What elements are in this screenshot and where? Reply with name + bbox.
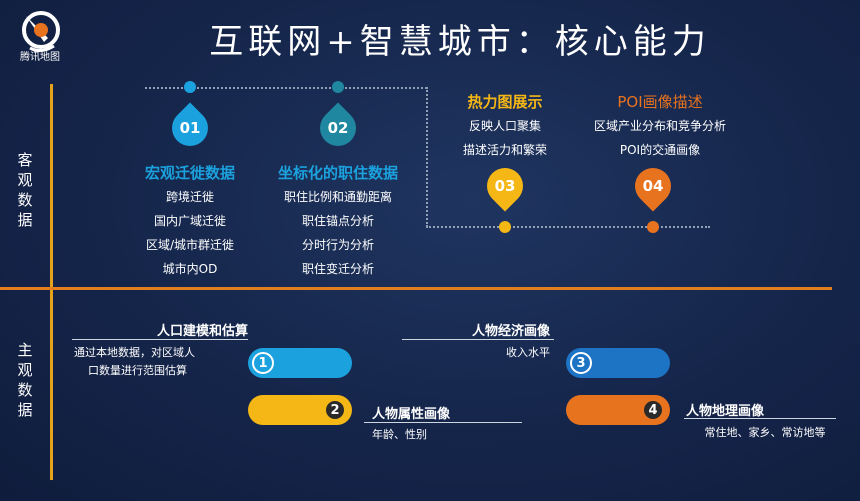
dot-04 bbox=[647, 221, 659, 233]
pin-04-number: 04 bbox=[642, 177, 664, 195]
section-macro-migration: 宏观迁徙数据 跨境迁徙 国内广域迁徙 区域/城市群迁徙 城市内OD bbox=[120, 162, 260, 281]
pin-02: 02 bbox=[312, 102, 364, 154]
section-line: 职住比例和通勤距离 bbox=[283, 190, 392, 204]
population-modeling-title: 人口建模和估算 bbox=[156, 324, 248, 339]
pill-4-number: 4 bbox=[642, 399, 664, 421]
page-title: 互联网+智慧城市：核心能力 bbox=[209, 22, 711, 62]
vertical-axis bbox=[50, 84, 53, 480]
tencent-map-logo bbox=[14, 8, 68, 60]
section-job-residence: 坐标化的职住数据 职住比例和通勤距离 职住锚点分析 分时行为分析 职住变迁分析 bbox=[258, 162, 418, 281]
pill-3-number: 3 bbox=[570, 352, 592, 374]
attribute-profile-title: 人物属性画像 bbox=[372, 407, 451, 422]
section-line: 城市内OD bbox=[162, 262, 218, 276]
section-title: 热力图展示 bbox=[467, 93, 543, 111]
horizontal-divider bbox=[0, 287, 832, 290]
section-title: POI画像描述 bbox=[617, 93, 703, 111]
section-title: 坐标化的职住数据 bbox=[277, 164, 398, 182]
section-poi-profile: POI画像描述 区域产业分布和竞争分析 POI的交通画像 bbox=[580, 91, 740, 162]
attribute-profile-desc: 年龄、性别 bbox=[372, 428, 427, 441]
geo-profile-title: 人物地理画像 bbox=[686, 404, 765, 419]
section-heatmap: 热力图展示 反映人口聚集 描述活力和繁荣 bbox=[440, 91, 570, 162]
pin-03: 03 bbox=[479, 160, 531, 212]
pin-01: 01 bbox=[164, 102, 216, 154]
pin-04: 04 bbox=[627, 160, 679, 212]
underline bbox=[364, 422, 522, 423]
dot-03 bbox=[499, 221, 511, 233]
connector-top bbox=[145, 87, 427, 89]
pill-1-number: 1 bbox=[252, 352, 274, 374]
geo-profile-desc: 常住地、家乡、常访地等 bbox=[704, 426, 826, 439]
section-line: 分时行为分析 bbox=[301, 238, 374, 252]
section-line: 职住变迁分析 bbox=[301, 262, 374, 276]
economic-profile-desc: 收入水平 bbox=[506, 346, 550, 359]
dot-01 bbox=[184, 81, 196, 93]
section-line: 国内广域迁徙 bbox=[153, 214, 226, 228]
connector-vertical bbox=[426, 87, 428, 227]
section-line: 跨境迁徙 bbox=[165, 190, 214, 204]
pin-01-number: 01 bbox=[179, 119, 201, 137]
underline bbox=[684, 418, 836, 419]
section-line: 职住锚点分析 bbox=[301, 214, 374, 228]
objective-data-label: 客观数据 bbox=[17, 151, 33, 229]
section-title: 宏观迁徙数据 bbox=[144, 164, 235, 182]
connector-bottom bbox=[426, 226, 710, 228]
population-modeling-desc: 通过本地数据，对区域人 口数量进行范围估算 bbox=[74, 346, 195, 377]
pill-2-number: 2 bbox=[324, 399, 346, 421]
underline bbox=[72, 339, 248, 340]
pin-02-number: 02 bbox=[327, 119, 349, 137]
subjective-data-label: 主观数据 bbox=[17, 341, 33, 419]
section-line: 描述活力和繁荣 bbox=[462, 143, 547, 157]
section-line: 区域产业分布和竞争分析 bbox=[593, 119, 726, 133]
underline bbox=[402, 339, 554, 340]
section-line: POI的交通画像 bbox=[619, 143, 701, 157]
section-line: 反映人口聚集 bbox=[468, 119, 541, 133]
dot-02 bbox=[332, 81, 344, 93]
pin-03-number: 03 bbox=[494, 177, 516, 195]
logo-text: 腾讯地图 bbox=[20, 52, 60, 63]
economic-profile-title: 人物经济画像 bbox=[471, 324, 550, 339]
section-line: 区域/城市群迁徙 bbox=[145, 238, 235, 252]
